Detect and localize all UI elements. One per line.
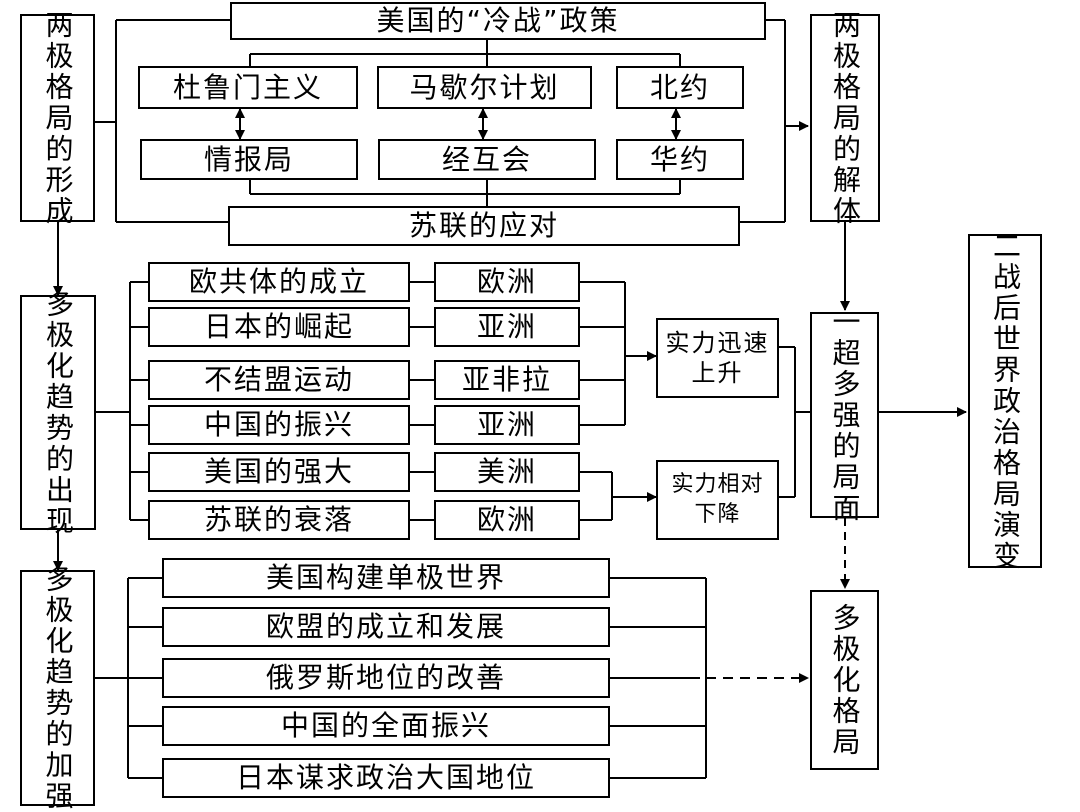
final-title-box: 二战后世界政治格局演变 [968, 231, 1042, 572]
stage-disintegration-box: 两极格局的解体 [810, 10, 880, 227]
region-label: 欧洲 [476, 503, 537, 536]
region-box: 美洲 [434, 452, 580, 492]
one-super-many-strong-label: 一超多强的局面 [828, 306, 862, 524]
power-box: 美国的强大 [148, 452, 410, 492]
region-label: 亚洲 [476, 310, 537, 343]
power-name: 欧共体的成立 [188, 265, 369, 298]
ussr-response-box: 苏联的应对 [228, 206, 740, 246]
power-box: 欧共体的成立 [148, 262, 410, 302]
region-box: 亚非拉 [434, 360, 580, 400]
power-box: 不结盟运动 [148, 360, 410, 400]
region-label: 欧洲 [476, 265, 537, 298]
power-name: 美国的强大 [203, 455, 354, 488]
ussr-item-label: 经互会 [441, 142, 532, 176]
power-box: 日本的崛起 [148, 307, 410, 347]
stage-multipolar-strengthen-box: 多极化趋势的加强 [20, 564, 95, 812]
decline-label: 实力相对下降 [671, 472, 764, 527]
ussr-item-comecon: 经互会 [378, 139, 596, 180]
region-box: 欧洲 [434, 500, 580, 540]
us-policy-box: 美国的“冷战”政策 [230, 2, 766, 40]
late-item-label: 美国构建单极世界 [265, 561, 506, 594]
late-item-label: 中国的全面振兴 [280, 709, 491, 742]
rise-box: 实力迅速上升 [656, 318, 779, 398]
ussr-item-cominform: 情报局 [140, 139, 358, 180]
region-box: 亚洲 [434, 307, 580, 347]
late-item-box: 中国的全面振兴 [162, 706, 610, 746]
region-label: 亚洲 [476, 408, 537, 441]
stage-multipolar-emerge-label: 多极化趋势的出现 [42, 288, 75, 537]
power-box: 苏联的衰落 [148, 500, 410, 540]
us-policy-label: 美国的“冷战”政策 [376, 4, 620, 37]
us-item-nato: 北约 [616, 66, 744, 109]
power-name: 不结盟运动 [203, 363, 354, 396]
power-box: 中国的振兴 [148, 405, 410, 445]
late-item-box: 日本谋求政治大国地位 [162, 758, 610, 798]
rise-label: 实力迅速上升 [665, 329, 770, 387]
region-label: 美洲 [476, 455, 537, 488]
region-box: 亚洲 [434, 405, 580, 445]
stage-formation-label: 两极格局的形成 [41, 9, 75, 227]
late-item-label: 日本谋求政治大国地位 [235, 761, 536, 794]
ussr-item-warsaw: 华约 [616, 139, 744, 180]
stage-multipolar-emerge-box: 多极化趋势的出现 [20, 289, 96, 537]
multipolar-pattern-label: 多极化格局 [828, 602, 862, 758]
us-item-label: 马歇尔计划 [409, 70, 560, 104]
region-box: 欧洲 [434, 262, 580, 302]
late-item-box: 欧盟的成立和发展 [162, 607, 610, 647]
stage-disintegration-label: 两极格局的解体 [829, 9, 862, 227]
late-item-label: 欧盟的成立和发展 [265, 610, 506, 643]
region-label: 亚非拉 [461, 363, 552, 396]
power-name: 苏联的衰落 [203, 503, 354, 536]
late-item-label: 俄罗斯地位的改善 [265, 661, 506, 694]
late-item-box: 俄罗斯地位的改善 [162, 658, 610, 698]
stage-formation-box: 两极格局的形成 [20, 10, 95, 227]
ussr-item-label: 情报局 [203, 142, 294, 176]
ussr-response-label: 苏联的应对 [408, 209, 559, 242]
one-super-many-strong-box: 一超多强的局面 [810, 307, 879, 524]
us-item-label: 杜鲁门主义 [172, 70, 323, 104]
us-item-truman: 杜鲁门主义 [138, 66, 358, 109]
stage-multipolar-strengthen-label: 多极化趋势的加强 [41, 564, 75, 812]
decline-box: 实力相对下降 [656, 460, 779, 540]
final-title-label: 二战后世界政治格局演变 [989, 230, 1022, 572]
us-item-marshall: 马歇尔计划 [377, 66, 592, 109]
power-name: 日本的崛起 [203, 310, 354, 343]
power-name: 中国的振兴 [203, 408, 354, 441]
late-item-box: 美国构建单极世界 [162, 558, 610, 598]
multipolar-pattern-box: 多极化格局 [810, 590, 879, 770]
ussr-item-label: 华约 [649, 142, 710, 176]
us-item-label: 北约 [649, 70, 710, 104]
